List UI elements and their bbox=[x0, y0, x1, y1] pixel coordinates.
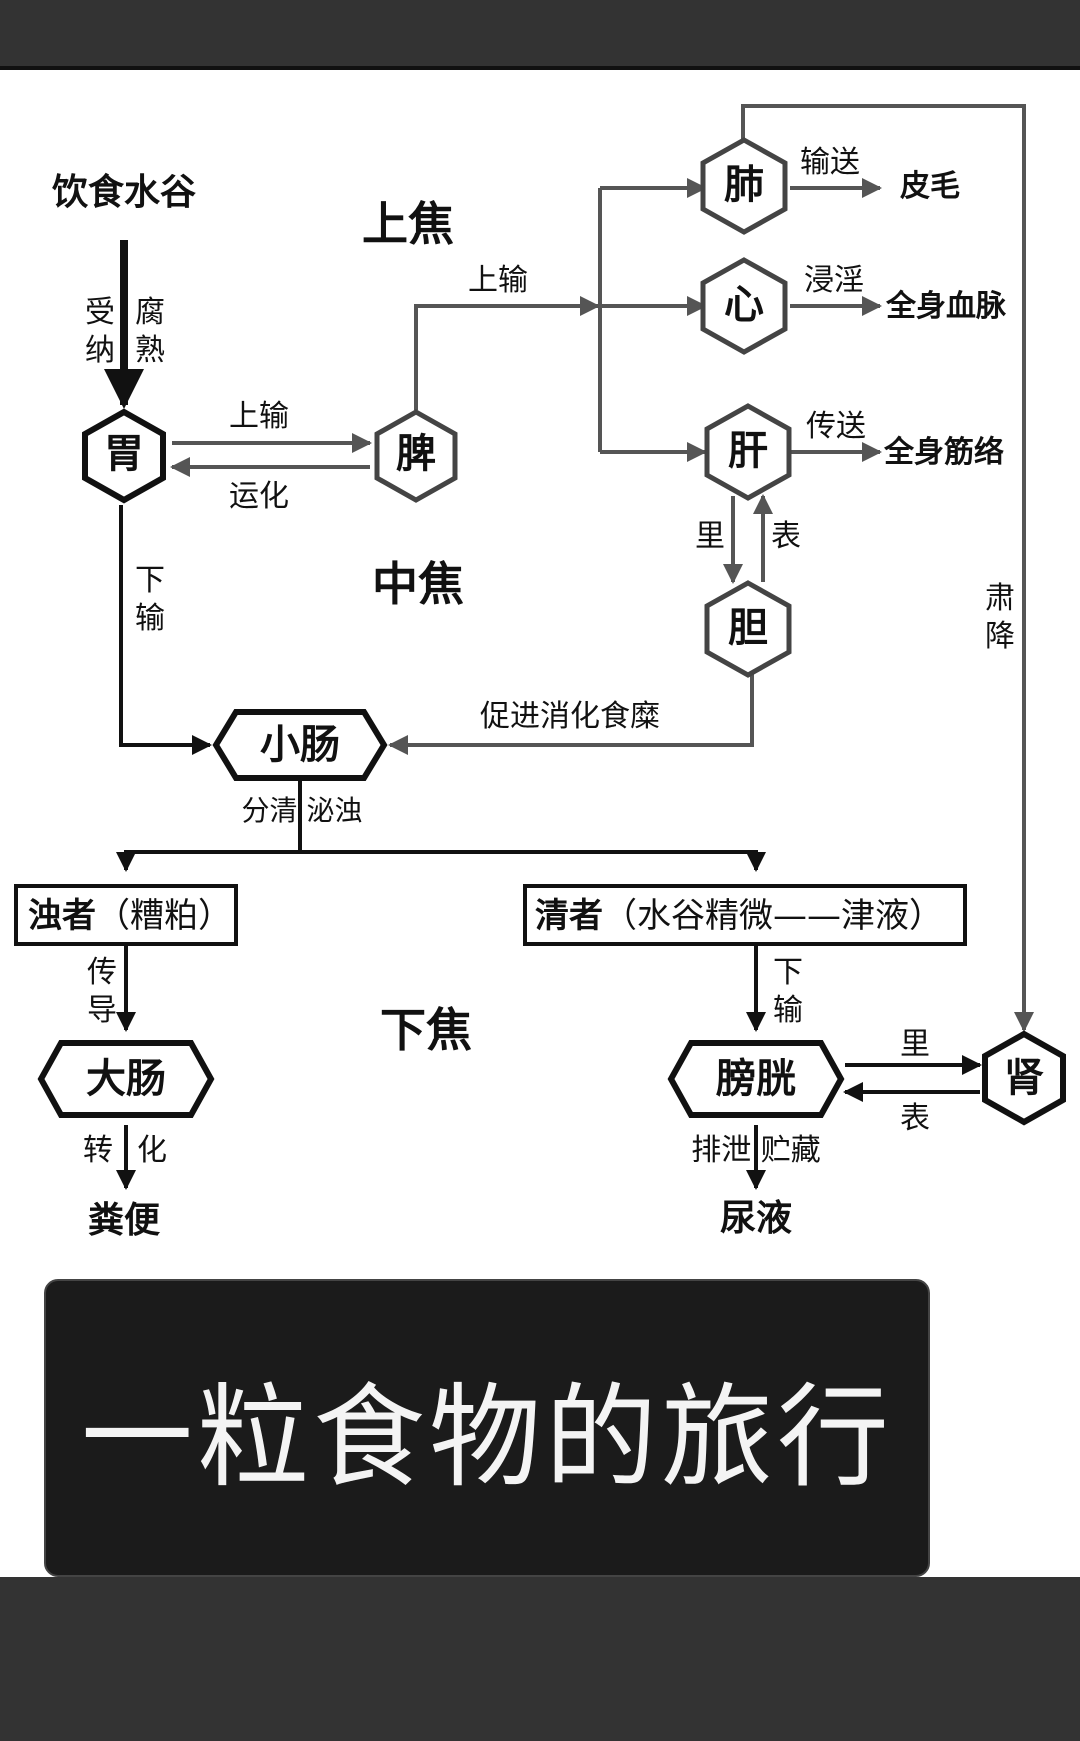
li-shen-label: 里 bbox=[900, 1027, 930, 1062]
jiang-label: 降 bbox=[985, 619, 1015, 654]
wei-node: 胃 bbox=[82, 408, 166, 504]
jin-yin-label: 浸淫 bbox=[804, 263, 864, 298]
pangguang-node: 膀胱 bbox=[667, 1040, 845, 1118]
na-label: 纳 bbox=[85, 333, 115, 368]
su-jiang-line bbox=[741, 104, 1034, 1032]
zhuan-label: 转 bbox=[83, 1133, 113, 1168]
xia1-label: 下 bbox=[135, 563, 165, 598]
xin-node: 心 bbox=[700, 257, 788, 355]
shangshu-left-label: 上输 bbox=[229, 399, 289, 434]
zhuozhe-sub: （糟粕） bbox=[96, 896, 232, 936]
pimao-label: 皮毛 bbox=[900, 169, 960, 204]
qingzhe-sub: （水谷精微——津液） bbox=[603, 896, 943, 936]
svg-text:清者（水谷精微——津液）: 清者（水谷精微——津液） bbox=[535, 896, 943, 936]
title-panel: 一粒食物的旅行 bbox=[44, 1279, 930, 1577]
gan-node: 肝 bbox=[704, 403, 792, 501]
pi-label: 脾 bbox=[396, 431, 436, 477]
qingzhe-title: 清者 bbox=[535, 896, 603, 936]
cujin-label: 促进消化食糜 bbox=[480, 699, 660, 734]
dan-to-xiaochang-line bbox=[388, 673, 754, 755]
split-line bbox=[116, 850, 766, 872]
shen-label: 肾 bbox=[1004, 1055, 1044, 1101]
fenbian-label: 粪便 bbox=[88, 1200, 161, 1241]
pi-node: 脾 bbox=[374, 409, 458, 503]
paixie-zhucang-label: 排泄 贮藏 bbox=[691, 1133, 821, 1168]
gan-label: 肝 bbox=[728, 428, 768, 474]
zhuozhe-title: 浊者 bbox=[28, 896, 96, 936]
shou-label: 受 bbox=[85, 295, 115, 330]
shu1-label: 输 bbox=[135, 601, 165, 636]
jinluo-label: 全身筋络 bbox=[883, 435, 1004, 470]
biao-gan-label: 表 bbox=[771, 519, 801, 554]
xia2-label: 下 bbox=[773, 955, 803, 990]
middle-jiao-label: 中焦 bbox=[372, 557, 464, 611]
xiaochang-label: 小肠 bbox=[260, 722, 340, 768]
text-labels: 饮食水谷 受 纳 腐 熟 上焦 中焦 下焦 上输 运化 上输 下 输 促进消化食… bbox=[52, 145, 1015, 1241]
main-title: 一粒食物的旅行 bbox=[81, 1373, 893, 1503]
fu-label: 腐 bbox=[135, 295, 165, 330]
xuemai-label: 全身血脉 bbox=[885, 289, 1007, 324]
fei-node: 肺 bbox=[700, 137, 788, 235]
biao-shen-label: 表 bbox=[900, 1101, 930, 1136]
wei-label: 胃 bbox=[104, 431, 144, 477]
shen-node: 肾 bbox=[982, 1030, 1066, 1126]
connectors bbox=[104, 104, 1034, 1190]
xiaochang-node: 小肠 bbox=[212, 709, 388, 781]
niaoye-label: 尿液 bbox=[720, 1198, 792, 1239]
fei-label: 肺 bbox=[724, 162, 764, 208]
li-gan-label: 里 bbox=[695, 519, 725, 554]
wei-xiashu-line bbox=[119, 505, 212, 755]
digestion-flow-diagram: 胃 脾 肺 心 肝 胆 小肠 大肠 膀胱 肾 浊者（糟粕） bbox=[14, 104, 1066, 1241]
shangshu-top-label: 上输 bbox=[468, 263, 528, 298]
shu2-label: 输 bbox=[773, 993, 803, 1028]
hua-label: 化 bbox=[137, 1133, 167, 1168]
chuan-song-label: 传送 bbox=[806, 409, 866, 444]
upper-jiao-label: 上焦 bbox=[362, 197, 454, 251]
shu-label: 熟 bbox=[135, 333, 165, 368]
dachang-node: 大肠 bbox=[37, 1040, 215, 1118]
su-label: 肃 bbox=[985, 581, 1015, 616]
zhuozhe-box: 浊者（糟粕） bbox=[14, 884, 238, 946]
dan-node: 胆 bbox=[704, 580, 792, 678]
dan-label: 胆 bbox=[728, 605, 768, 651]
lower-jiao-label: 下焦 bbox=[380, 1003, 472, 1057]
bottom-bar bbox=[0, 1577, 1080, 1741]
yunhua-label: 运化 bbox=[229, 479, 289, 514]
chuan-label: 传 bbox=[87, 955, 117, 990]
pi-shangshu-line bbox=[414, 296, 600, 410]
top-bar-divider bbox=[0, 66, 1080, 70]
dachang-label: 大肠 bbox=[86, 1056, 166, 1102]
fenqing-bizhuo-label: 分清 泌浊 bbox=[242, 794, 363, 827]
dao-label: 导 bbox=[87, 993, 117, 1028]
xin-label: 心 bbox=[724, 282, 764, 328]
shu-song-label: 输送 bbox=[800, 145, 860, 180]
pangguang-label: 膀胱 bbox=[716, 1056, 796, 1102]
intake-label: 饮食水谷 bbox=[52, 172, 196, 213]
top-bar bbox=[0, 0, 1080, 68]
svg-text:浊者（糟粕）: 浊者（糟粕） bbox=[28, 896, 232, 936]
qingzhe-box: 清者（水谷精微——津液） bbox=[523, 884, 967, 946]
